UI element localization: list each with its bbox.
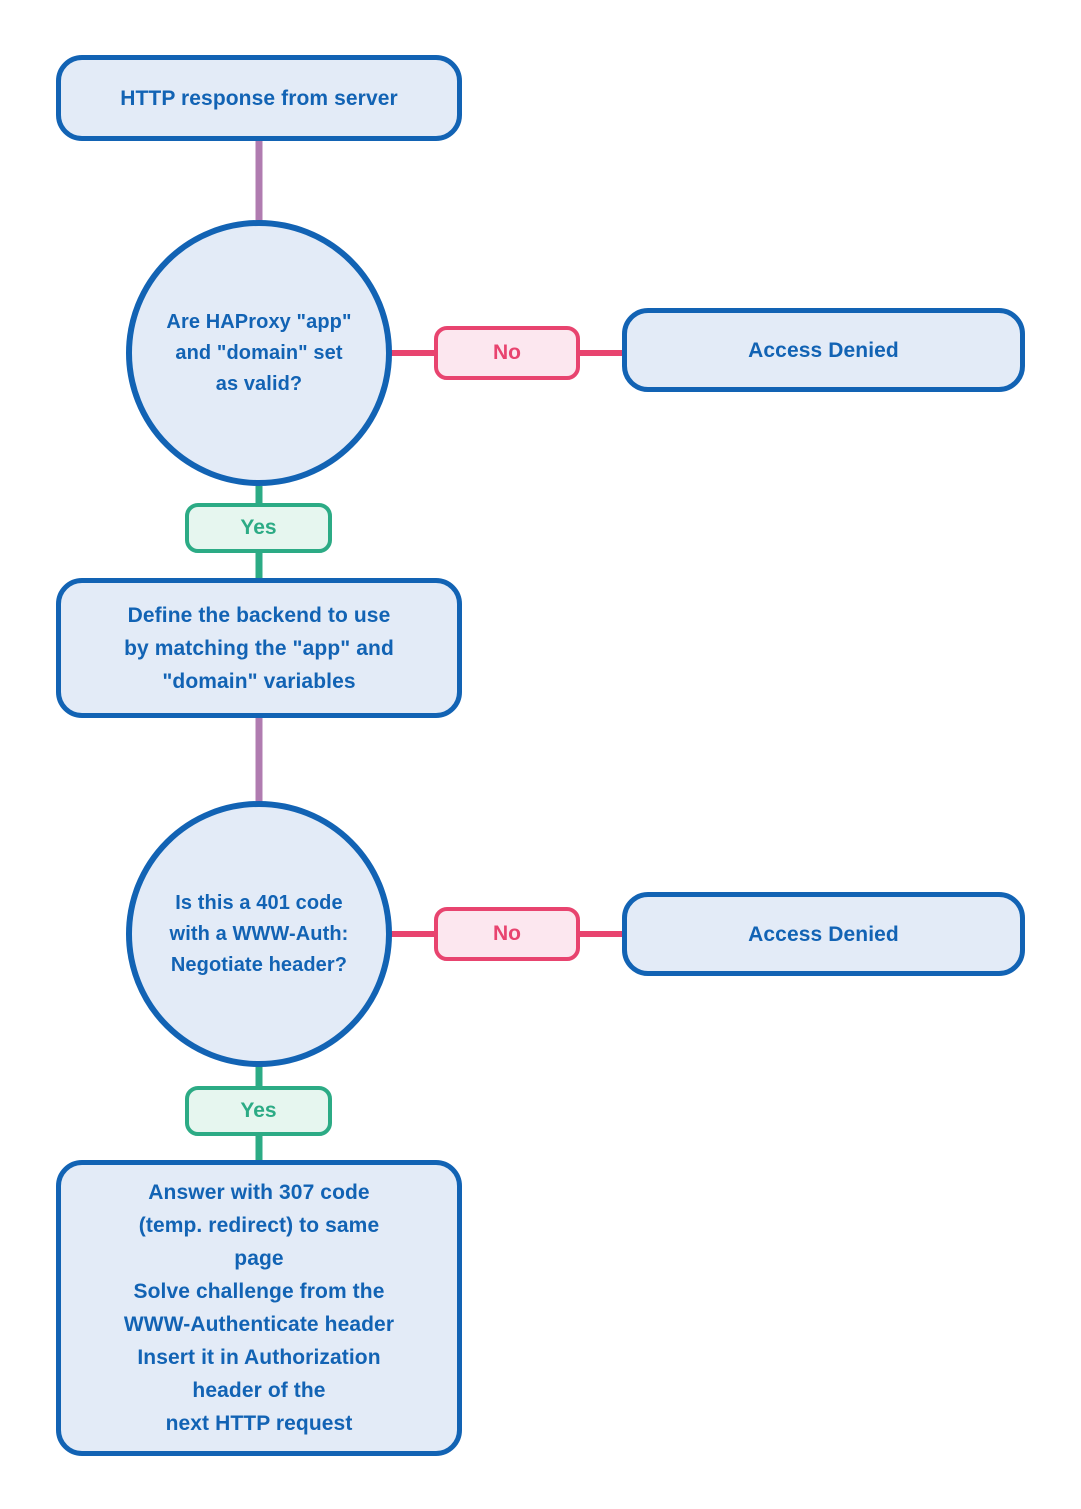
edge-label-no-1[interactable]: No xyxy=(434,326,580,380)
node-label-line-1: Define the backend to use xyxy=(127,603,391,627)
node-label: HTTP response from server xyxy=(120,86,398,110)
node-label-line-2: by matching the "app" and xyxy=(124,636,394,660)
node-define-backend[interactable]: Define the backend to use by matching th… xyxy=(56,578,462,718)
edge-label-no-2[interactable]: No xyxy=(434,907,580,961)
node-label-line-2: (temp. redirect) to same xyxy=(138,1214,380,1237)
edge-label-yes-1[interactable]: Yes xyxy=(185,503,332,553)
node-label-line-3: "domain" variables xyxy=(162,669,356,693)
edge-label-text: No xyxy=(493,922,521,945)
node-label-line-1: Is this a 401 code xyxy=(175,891,343,914)
edge-label-text: Yes xyxy=(240,1099,277,1122)
node-label-multiline: Define the backend to use by matching th… xyxy=(124,599,394,698)
node-label-line-8: next HTTP request xyxy=(165,1412,353,1435)
edge-label-text: No xyxy=(493,341,521,364)
node-label: Access Denied xyxy=(748,922,899,946)
node-label-line-5: WWW-Authenticate header xyxy=(123,1313,395,1336)
node-label-multiline: Answer with 307 code (temp. redirect) to… xyxy=(124,1176,394,1440)
node-label-line-2: and "domain" set xyxy=(175,341,343,364)
node-access-denied-1[interactable]: Access Denied xyxy=(622,308,1025,392)
node-label-line-7: header of the xyxy=(192,1379,326,1402)
edge-label-yes-2[interactable]: Yes xyxy=(185,1086,332,1136)
node-label-multiline: Are HAProxy "app" and "domain" set as va… xyxy=(166,307,351,400)
node-decision-haproxy-app-domain-valid[interactable]: Are HAProxy "app" and "domain" set as va… xyxy=(126,220,392,486)
node-decision-401-www-auth-negotiate[interactable]: Is this a 401 code with a WWW-Auth: Nego… xyxy=(126,801,392,1067)
edge-label-text: Yes xyxy=(240,516,277,539)
node-label-line-2: with a WWW-Auth: xyxy=(169,922,349,945)
node-label: Access Denied xyxy=(748,338,899,362)
node-label-line-6: Insert it in Authorization xyxy=(137,1346,381,1369)
node-label-line-3: page xyxy=(234,1247,284,1270)
node-http-response-from-server[interactable]: HTTP response from server xyxy=(56,55,462,141)
node-label-line-3: as valid? xyxy=(215,372,303,395)
node-answer-307-redirect[interactable]: Answer with 307 code (temp. redirect) to… xyxy=(56,1160,462,1456)
node-label-line-4: Solve challenge from the xyxy=(133,1280,385,1303)
node-label-multiline: Is this a 401 code with a WWW-Auth: Nego… xyxy=(170,888,349,981)
node-label-line-1: Are HAProxy "app" xyxy=(166,310,352,333)
node-access-denied-2[interactable]: Access Denied xyxy=(622,892,1025,976)
node-label-line-1: Answer with 307 code xyxy=(148,1181,370,1204)
node-label-line-3: Negotiate header? xyxy=(170,953,348,976)
